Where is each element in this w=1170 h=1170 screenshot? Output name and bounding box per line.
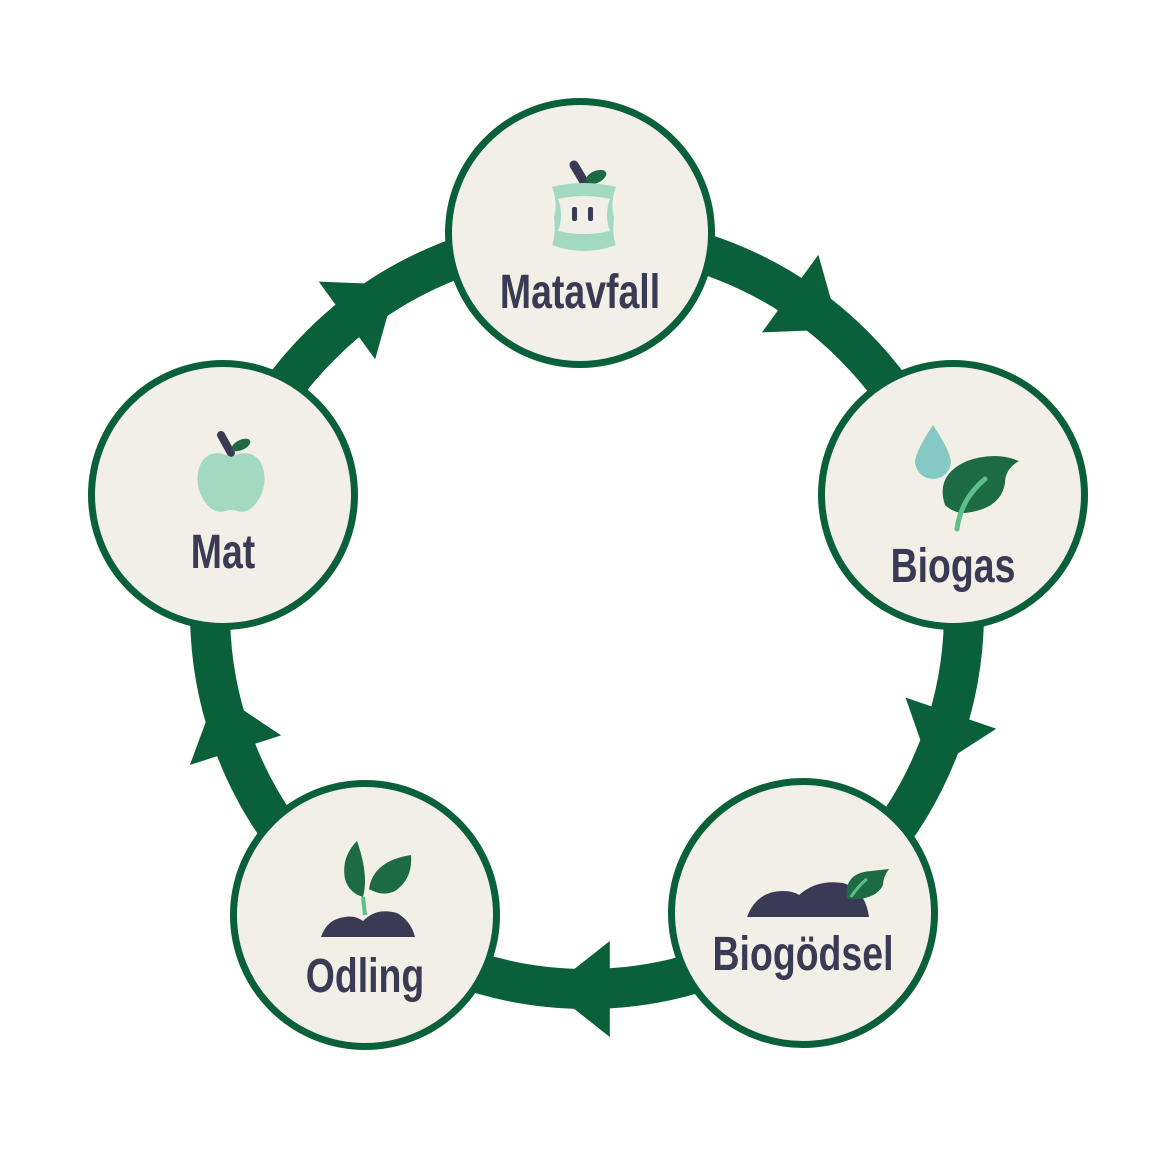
node-biogas: Biogas <box>818 360 1088 630</box>
sprout-icon <box>321 841 415 937</box>
arrowhead-icon <box>189 692 282 766</box>
node-odling: Odling <box>230 780 500 1050</box>
node-label: Odling <box>305 950 425 1003</box>
node-matavfall: Matavfall <box>445 98 715 368</box>
node-label: Biogas <box>890 540 1016 593</box>
node-label: Matavfall <box>499 266 661 319</box>
node-biogodsel: Biogödsel <box>668 778 938 1048</box>
apple-icon <box>197 431 265 512</box>
node-label: Biogödsel <box>712 928 894 981</box>
arrowhead-icon <box>761 254 840 333</box>
arrowhead-icon <box>549 941 610 1037</box>
soil-leaf-icon <box>747 869 889 917</box>
arrowhead-icon <box>905 697 997 771</box>
arrowhead-icon <box>318 281 397 360</box>
node-label: Mat <box>190 526 256 579</box>
drop-leaf-icon <box>915 425 1019 532</box>
node-mat: Mat <box>88 360 358 630</box>
apple-core-icon <box>552 160 616 251</box>
